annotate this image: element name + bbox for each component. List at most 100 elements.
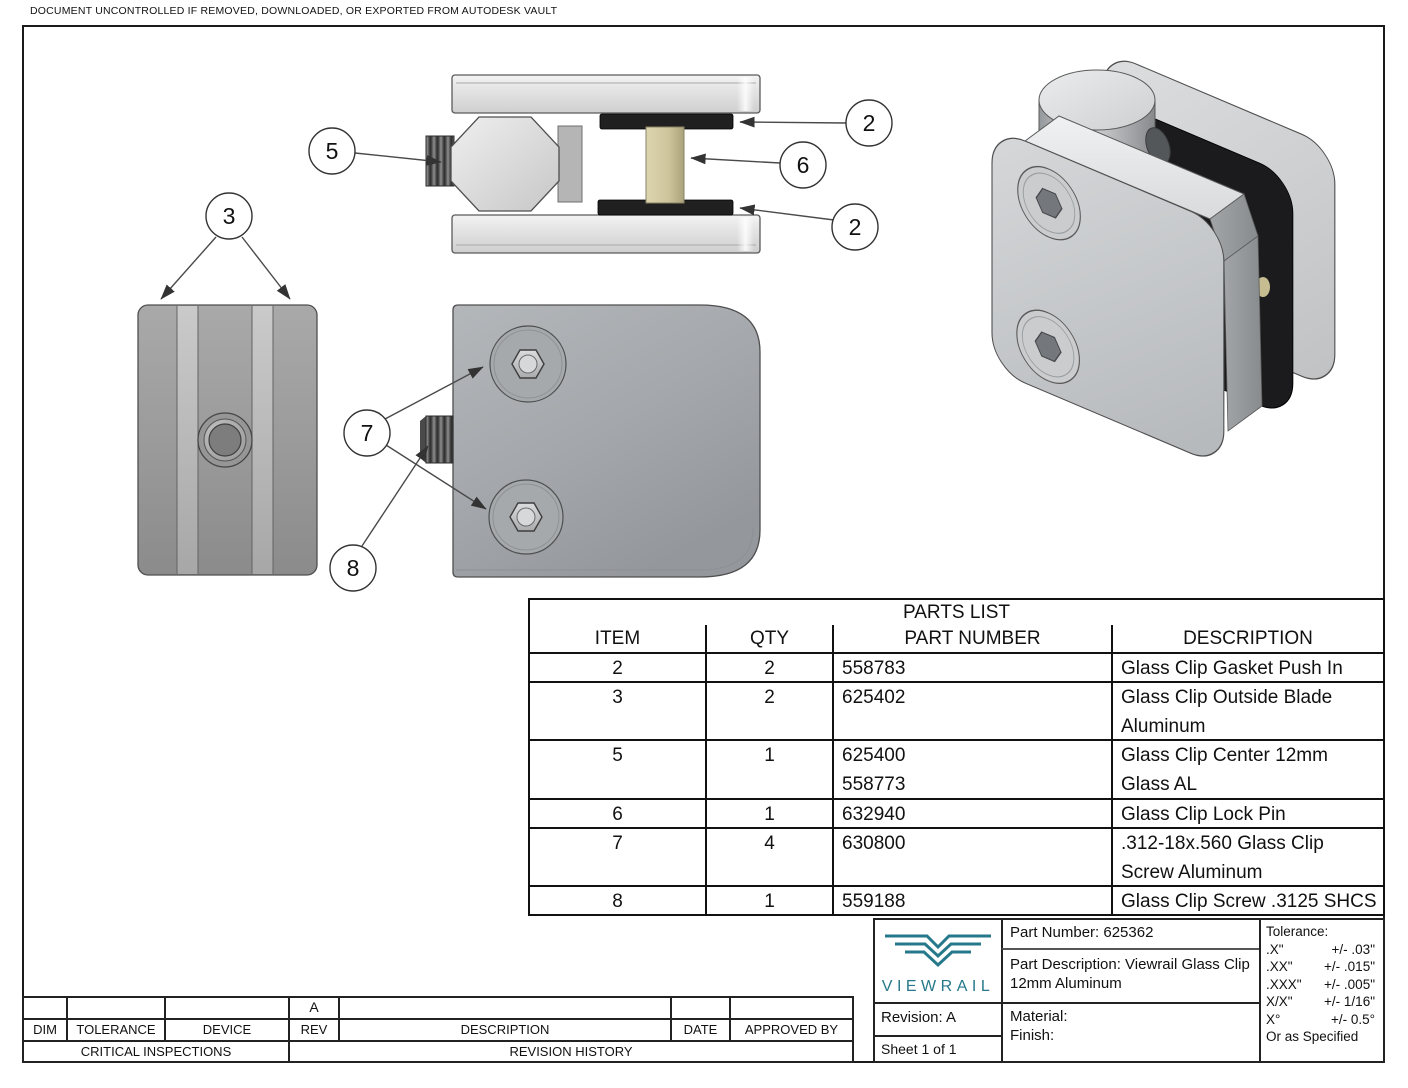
set-screw-thread	[425, 415, 454, 464]
leader-5	[354, 152, 442, 166]
table-row: 7 4 630800 .312-18x.560 Glass Clip Screw…	[530, 827, 1383, 885]
part-number-cell: 558783	[832, 654, 1111, 681]
qty-cell: 2	[705, 683, 832, 739]
balloon-2-bottom: 2	[831, 203, 879, 251]
tolerance-title: Tolerance:	[1266, 924, 1329, 939]
material-label: Material:	[1010, 1008, 1068, 1025]
leader-2a	[739, 116, 847, 128]
balloon-3: 3	[205, 192, 253, 240]
bottom-blade	[451, 214, 761, 254]
table-row: 2 2 558783 Glass Clip Gasket Push In	[530, 652, 1383, 681]
rev-entry-value: A	[288, 998, 338, 1018]
brand-name: VIEWRAIL	[881, 978, 995, 995]
qty-cell: 1	[705, 741, 832, 798]
center-boss	[450, 116, 560, 212]
svg-text:5: 5	[326, 138, 339, 164]
revision-history-label: REVISION HISTORY	[288, 1042, 852, 1061]
table-row: 3 2 625402 Glass Clip Outside Blade Alum…	[530, 681, 1383, 739]
svg-text:6: 6	[797, 152, 810, 178]
revision-entry-row: A	[24, 998, 852, 1018]
tolerance-footer: Or as Specified	[1266, 1029, 1359, 1044]
parts-list-title: PARTS LIST	[903, 602, 1010, 623]
description-cell: Glass Clip Screw .3125 SHCS	[1111, 887, 1383, 914]
balloon-7: 7	[343, 409, 391, 457]
front-view	[137, 304, 318, 576]
center-body-edge	[557, 125, 583, 203]
item-cell: 5	[612, 745, 623, 766]
qty-cell: 4	[705, 829, 832, 885]
balloon-8: 8	[329, 544, 377, 592]
part-description-field: Part Description: Viewrail Glass Clip 12…	[1001, 948, 1259, 1002]
leader-7b	[385, 444, 487, 510]
col-header-rev: REV	[288, 1020, 338, 1040]
side-view	[420, 304, 761, 578]
qty-cell: 2	[705, 654, 832, 681]
balloons: 5 2 6 2 3 7 8	[205, 99, 893, 592]
revision-header-row: DIM TOLERANCE DEVICE REV DESCRIPTION DAT…	[24, 1018, 852, 1040]
top-blade	[451, 74, 761, 114]
critical-inspections-label: CRITICAL INSPECTIONS	[80, 1044, 232, 1059]
part-number-cell: 630800	[832, 829, 1111, 885]
svg-text:2: 2	[849, 214, 862, 240]
col-header-date: DATE	[670, 1020, 729, 1040]
svg-text:7: 7	[361, 420, 374, 446]
leader-3b	[241, 236, 291, 300]
balloon-2-top: 2	[845, 99, 893, 147]
description-cell: Glass Clip Outside Blade Aluminum	[1111, 683, 1383, 739]
part-number-field: Part Number: 625362	[1001, 920, 1259, 948]
viewrail-logo: VIEWRAIL	[875, 920, 1001, 1002]
qty-cell: 1	[705, 800, 832, 827]
drawing-views: 5 2 6 2 3 7 8	[137, 60, 1336, 592]
parts-list-table: PARTS LIST ITEM QTY PART NUMBER DESCRIPT…	[528, 598, 1385, 916]
col-header-qty: QTY	[705, 625, 832, 652]
uncontrolled-document-notice: DOCUMENT UNCONTROLLED IF REMOVED, DOWNLO…	[30, 5, 558, 17]
title-block: VIEWRAIL Part Number: 625362 Part Descri…	[873, 918, 1385, 1063]
lock-pin	[645, 126, 685, 204]
col-header-item: ITEM	[594, 628, 641, 649]
isometric-view	[991, 60, 1336, 457]
front-blade	[991, 137, 1225, 457]
col-header-description: DESCRIPTION	[338, 1020, 670, 1040]
parts-list-header-row: ITEM QTY PART NUMBER DESCRIPTION	[530, 625, 1383, 652]
revision-field: Revision: A	[875, 1002, 1001, 1035]
viewrail-wings-icon	[885, 934, 991, 968]
description-cell: Glass Clip Lock Pin	[1111, 800, 1383, 827]
table-row: 6 1 632940 Glass Clip Lock Pin	[530, 798, 1383, 827]
leader-3a	[160, 236, 217, 300]
col-header-approved-by: APPROVED BY	[729, 1020, 852, 1040]
part-number-cell: 559188	[832, 887, 1111, 914]
item-cell: 3	[612, 687, 623, 708]
item-cell: 7	[612, 833, 623, 854]
leader-7a	[384, 366, 484, 420]
tolerance-block: Tolerance: .X"+/- .03" .XX"+/- .015" .XX…	[1259, 920, 1383, 1061]
description-cell: .312-18x.560 Glass Clip Screw Aluminum	[1111, 829, 1383, 885]
item-cell: 2	[612, 658, 623, 679]
description-cell: Glass Clip Center 12mm Glass AL	[1111, 741, 1383, 798]
part-number-cell: 625400 558773	[832, 741, 1111, 798]
part-number-cell: 632940	[832, 800, 1111, 827]
balloon-5: 5	[308, 127, 356, 175]
svg-text:3: 3	[223, 203, 236, 229]
leader-6	[690, 153, 781, 165]
col-header-dim: DIM	[33, 1022, 57, 1037]
leader-lines	[160, 116, 847, 547]
front-blade-side-face	[1223, 235, 1263, 432]
leader-2b	[739, 204, 835, 221]
qty-cell: 1	[705, 887, 832, 914]
item-cell: 6	[612, 804, 623, 825]
item-cell: 8	[612, 891, 623, 912]
description-cell: Glass Clip Gasket Push In	[1111, 654, 1383, 681]
svg-text:8: 8	[347, 555, 360, 581]
revision-footer-row: CRITICAL INSPECTIONS REVISION HISTORY	[24, 1040, 852, 1061]
svg-text:2: 2	[863, 110, 876, 136]
table-row: 8 1 559188 Glass Clip Screw .3125 SHCS	[530, 885, 1383, 914]
revision-history-table: A DIM TOLERANCE DEVICE REV DESCRIPTION D…	[22, 996, 854, 1063]
finish-label: Finish:	[1010, 1027, 1055, 1044]
top-section-view	[425, 74, 761, 254]
material-finish-field: Material: Finish:	[1001, 1002, 1259, 1061]
col-header-tolerance: TOLERANCE	[66, 1020, 164, 1040]
part-number-cell: 625402	[832, 683, 1111, 739]
col-header-description: DESCRIPTION	[1111, 625, 1383, 652]
leader-8	[361, 445, 429, 547]
sheet-field: Sheet 1 of 1	[875, 1035, 1001, 1061]
